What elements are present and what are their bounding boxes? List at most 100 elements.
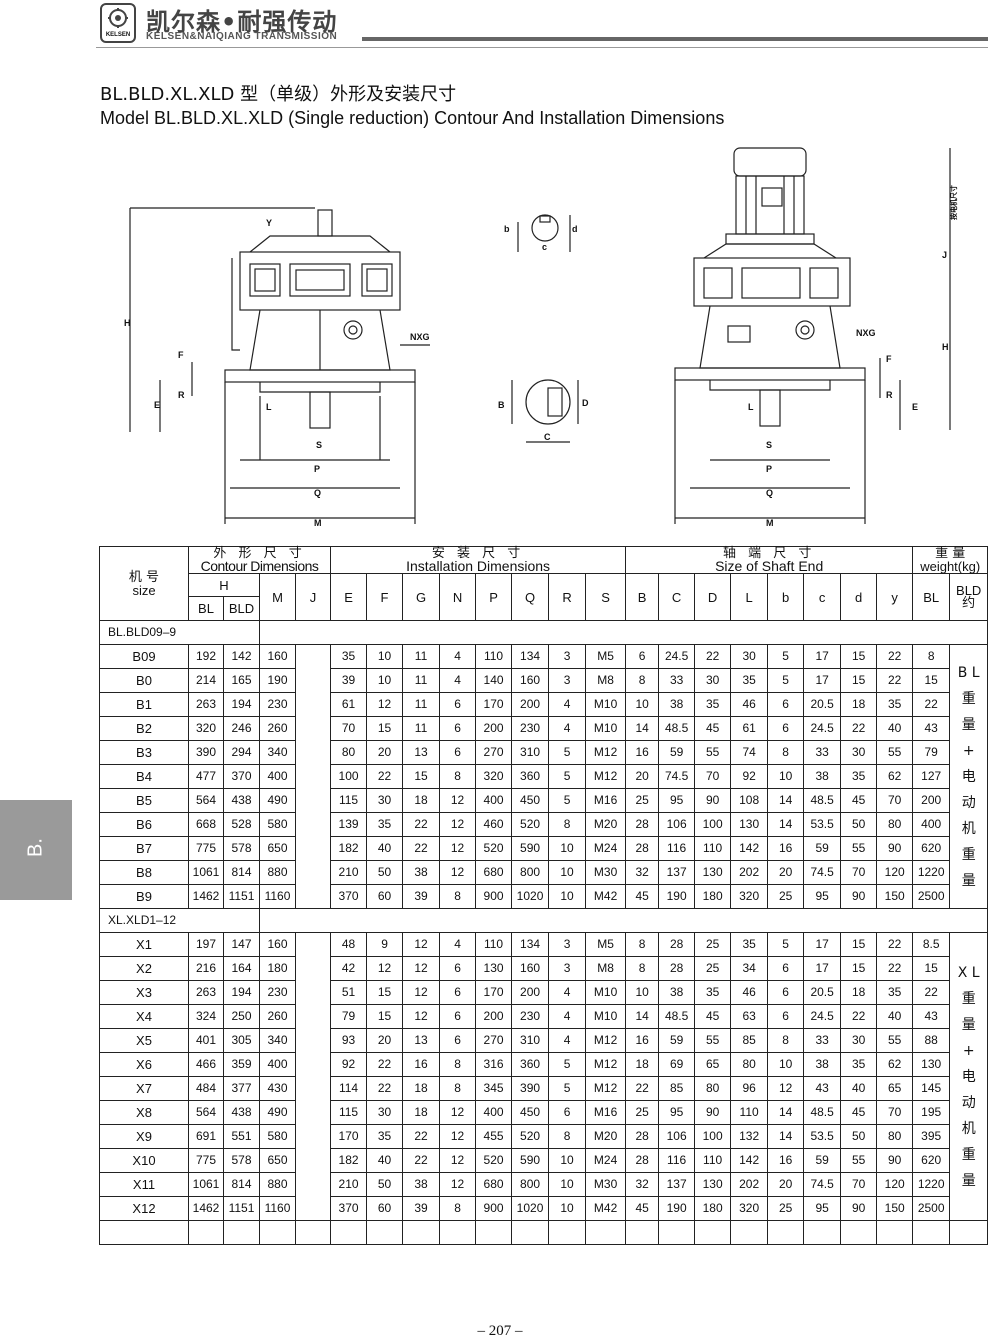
- table-cell: 400: [475, 788, 513, 813]
- table-cell: 160: [511, 668, 550, 693]
- table-cell: 450: [511, 788, 550, 813]
- table-cell: 35: [876, 980, 914, 1005]
- table-cell: 106: [658, 1124, 696, 1149]
- table-cell: 14: [625, 716, 660, 741]
- table-cell: 490: [259, 1100, 296, 1125]
- table-cell: 30: [694, 668, 732, 693]
- table-cell: 15: [366, 716, 404, 741]
- table-cell: 40: [840, 1076, 878, 1101]
- table-cell: 8: [439, 1196, 477, 1221]
- dim-label-s: S: [316, 440, 322, 450]
- table-cell: 160: [259, 932, 296, 957]
- table-cell: 110: [730, 1100, 769, 1125]
- cell-size: B2: [99, 716, 189, 741]
- cell-size: X3: [99, 980, 189, 1005]
- table-cell: 16: [402, 1052, 441, 1077]
- table-cell: 370: [330, 884, 368, 909]
- table-cell: 260: [259, 716, 296, 741]
- table-cell: 110: [475, 932, 513, 957]
- cell-size: X12: [99, 1196, 189, 1221]
- table-cell: 61: [730, 716, 769, 741]
- dim-label-f: F: [178, 350, 184, 360]
- cell-size: B6: [99, 812, 189, 837]
- table-cell: 210: [330, 1172, 368, 1197]
- table-cell: 182: [330, 1148, 368, 1173]
- table-cell: 53.5: [803, 812, 842, 837]
- logo-text: KELSEN: [105, 32, 131, 38]
- table-cell: 170: [475, 692, 513, 717]
- blank-cell: [767, 1220, 805, 1245]
- table-cell: 590: [511, 1148, 550, 1173]
- table-cell: 10: [625, 692, 660, 717]
- blank-cell: [439, 1220, 477, 1245]
- cell-size: B5: [99, 788, 189, 813]
- table-cell: 14: [767, 788, 805, 813]
- cell-j: [294, 932, 332, 957]
- cell-size: X1: [99, 932, 189, 957]
- table-cell: 80: [876, 812, 914, 837]
- table-cell: 114: [330, 1076, 368, 1101]
- table-cell: 10: [548, 860, 587, 885]
- table-cell: 680: [475, 860, 513, 885]
- table-cell: 170: [330, 1124, 368, 1149]
- table-cell: 22: [402, 1148, 441, 1173]
- cell-j: [294, 1004, 332, 1029]
- table-cell: 5: [548, 740, 587, 765]
- table-cell: 180: [694, 884, 732, 909]
- table-cell: 35: [330, 644, 368, 669]
- table-cell: 74.5: [803, 1172, 842, 1197]
- table-cell: 34: [730, 956, 769, 981]
- table-cell: 490: [259, 788, 296, 813]
- table-cell: 260: [259, 1004, 296, 1029]
- table-cell: 90: [876, 836, 914, 861]
- blank-cell: [585, 1220, 627, 1245]
- col-r: R: [548, 573, 587, 621]
- table-cell: 15: [840, 644, 878, 669]
- table-cell: 30: [730, 644, 769, 669]
- table-cell: 65: [694, 1052, 732, 1077]
- table-cell: 691: [188, 1124, 224, 1149]
- table-cell: 25: [767, 1196, 805, 1221]
- table-cell: 115: [330, 788, 368, 813]
- table-cell: 51: [330, 980, 368, 1005]
- section-tab: B.: [0, 800, 72, 900]
- table-cell: 145: [912, 1076, 951, 1101]
- table-cell: 61: [330, 692, 368, 717]
- table-cell: 11: [402, 644, 441, 669]
- table-cell: 25: [694, 932, 732, 957]
- table-cell: 17: [803, 668, 842, 693]
- blank-cell: [912, 1220, 951, 1245]
- technical-drawings: H E F R L S P Q M Y NXG b c d B C D: [124, 147, 958, 528]
- col-c: c: [803, 573, 842, 621]
- table-cell: 45: [840, 1100, 878, 1125]
- dim-label-r: R: [178, 390, 185, 400]
- table-cell: 35: [366, 1124, 404, 1149]
- dim-label-e-right: E: [912, 402, 918, 412]
- table-cell: 59: [803, 1148, 842, 1173]
- col-g: G: [402, 573, 441, 621]
- table-cell: 40: [366, 1148, 404, 1173]
- table-cell: 38: [803, 764, 842, 789]
- col-h: H: [188, 573, 260, 597]
- table-cell: 45: [625, 884, 660, 909]
- table-cell: 45: [625, 1196, 660, 1221]
- dim-label-c-large: C: [544, 432, 551, 442]
- table-cell: 195: [912, 1100, 951, 1125]
- dim-label-nxg: NXG: [410, 332, 430, 342]
- table-cell: 880: [259, 1172, 296, 1197]
- blank-cell: [99, 1220, 189, 1245]
- table-cell: 401: [188, 1028, 224, 1053]
- table-cell: 5: [548, 1052, 587, 1077]
- table-cell: 8: [439, 1052, 477, 1077]
- table-cell: 22: [366, 1052, 404, 1077]
- table-cell: 110: [475, 644, 513, 669]
- cell-j: [294, 1124, 332, 1149]
- table-cell: 15: [840, 668, 878, 693]
- table-cell: 30: [840, 740, 878, 765]
- cell-size: B7: [99, 836, 189, 861]
